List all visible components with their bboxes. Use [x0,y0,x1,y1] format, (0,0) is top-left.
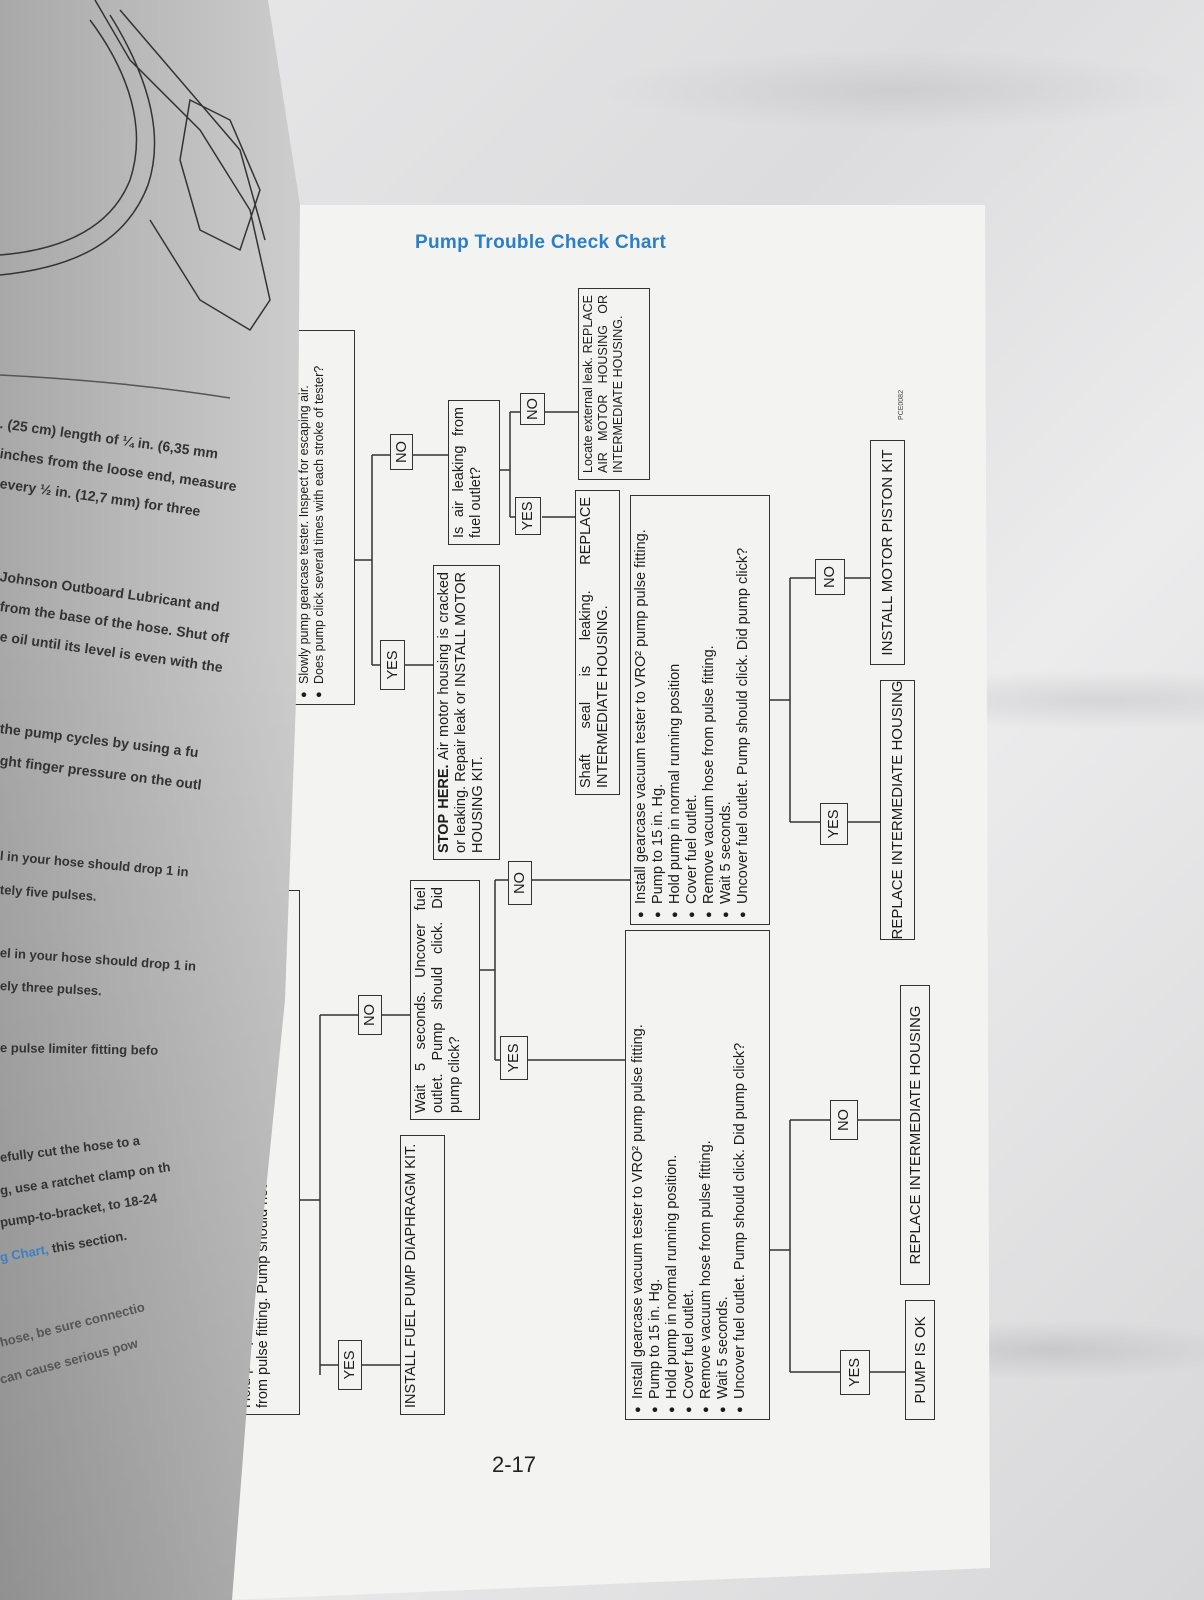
no-label: NO [830,1100,858,1140]
bullet-item: Remove vacuum hose from pulse fitting. [698,937,715,1399]
bullet-item: Install gearcase vacuum tester to VRO² p… [633,502,650,904]
text-line: ely three pulses. [0,978,103,999]
outcome-replace-intermediate-housing: REPLACE INTERMEDIATE HOUSING [900,985,930,1285]
yes-label: YES [338,1340,362,1390]
outcome-replace-intermediate-housing: REPLACE INTERMEDIATE HOUSING [880,680,915,940]
bullet-item: Uncover fuel outlet. Pump should click. … [735,502,752,904]
stop-here-label: STOP HERE. [436,764,452,853]
text-line: the pump cycles by using a fu [0,720,200,761]
yes-label: YES [840,1350,870,1395]
bullet-item: Slowly pump gearcase tester. Inspect for… [297,337,312,684]
box-install-diaphragm: INSTALL FUEL PUMP DIAPHRAGM KIT. [400,1135,445,1415]
outcome-pump-ok: PUMP IS OK [905,1300,935,1420]
bullet-item: Does pump click several times with each … [312,337,327,684]
bullet-item: Hold pump in normal running position. [664,937,681,1399]
chart-title: Pump Trouble Check Chart [415,232,667,253]
page-number: 2-17 [492,1452,537,1477]
text-line: tely five pulses. [0,882,98,904]
yes-label: YES [515,497,541,535]
yes-label: YES [500,1036,528,1080]
bullet-item: Pump to 15 in. Hg. [650,502,667,904]
bullet-item: Wait 5 seconds. [715,937,732,1399]
text-line: g Chart, this section. [0,1228,128,1265]
box-locate-leak: Locate external leak. REPLACE AIR MOTOR … [578,288,650,480]
text-line: ght finger pressure on the outl [0,752,203,793]
bullet-item: Uncover fuel outlet. Pump should click. … [732,937,749,1399]
connector [300,1014,410,1375]
outcome-install-piston-kit: INSTALL MOTOR PISTON KIT [870,440,905,665]
pump-hose-illustration [0,0,271,399]
no-label: NO [815,559,845,595]
box-vacuum-test-right: Install gearcase vacuum tester to VRO² p… [630,495,770,925]
connector [500,411,578,518]
pump-trouble-flowchart: Hold pump in normal running position. Co… [230,210,950,1450]
box-slowly-pump: Slowly pump gearcase tester. Inspect for… [290,330,355,705]
chart-link[interactable]: g Chart, [0,1241,50,1265]
connector [480,879,630,1061]
yes-label: YES [820,803,848,845]
text-line: e pulse limiter fitting befo [0,1040,159,1058]
box-shaft-seal: Shaft seal is leaking. REPLACE INTERMEDI… [575,490,620,795]
yes-label: YES [380,640,405,690]
no-label: NO [520,393,545,425]
no-label: NO [358,995,382,1035]
box-air-leaking: Is air leaking from fuel outlet? [448,400,500,545]
box-stop-here: STOP HERE. Air motor housing is cracked … [433,565,500,860]
text-fragment: this section. [50,1227,128,1256]
no-label: NO [390,434,413,470]
figure-code: PCE0082 [898,390,905,420]
bullet-item: Remove vacuum hose from pulse fitting. [701,502,718,904]
text-line: l in your hose should drop 1 in [0,848,190,880]
bullet-item: Hold pump in normal running position [667,502,684,904]
text-line: efully cut the hose to a [0,1132,141,1165]
bullet-item: Cover fuel outlet. [681,937,698,1399]
bullet-item: Cover fuel outlet. [684,502,701,904]
connector [770,1119,905,1373]
bullet-item: Wait 5 seconds. [718,502,735,904]
box-wait-five-seconds: Wait 5 seconds. Uncover fuel outlet. Pum… [410,880,480,1120]
bullet-item: Install gearcase vacuum tester to VRO² p… [630,937,647,1399]
no-label: NO [508,861,532,905]
connector [355,454,448,666]
text-line: pump-to-bracket, to 18-24 [0,1190,159,1230]
connector [770,577,880,823]
text-line: el in your hose should drop 1 in [0,945,197,974]
bullet-item: Pump to 15 in. Hg. [647,937,664,1399]
box-vacuum-test-left: Install gearcase vacuum tester to VRO² p… [625,930,770,1420]
